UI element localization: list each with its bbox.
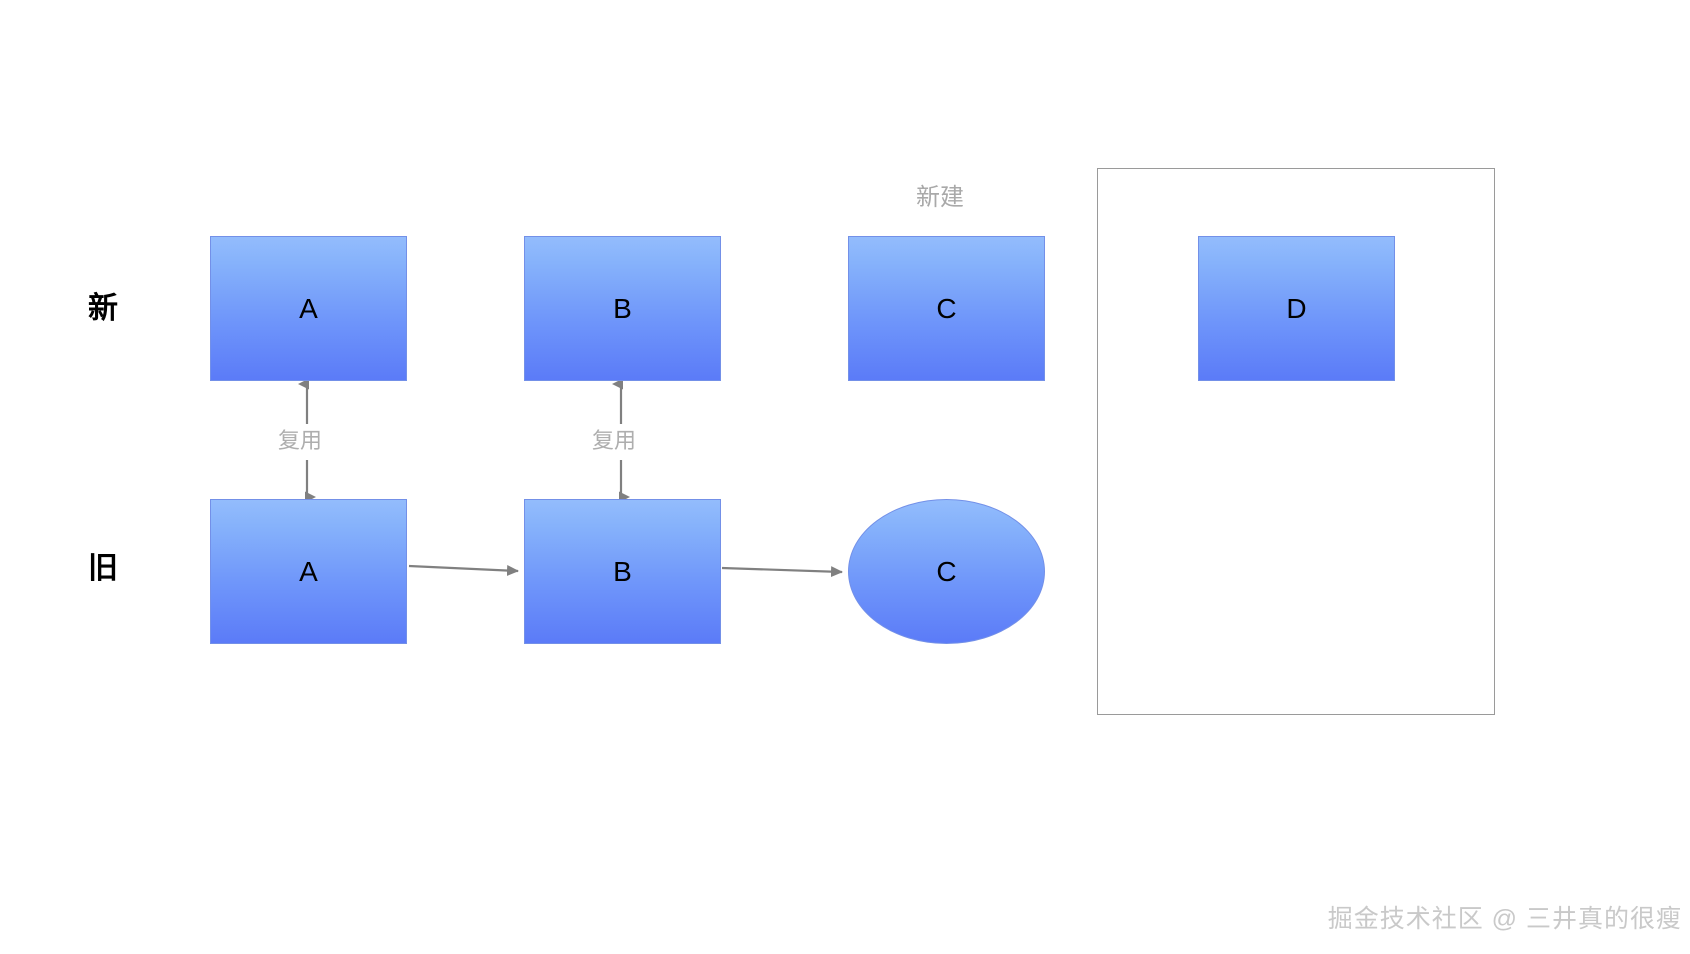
connector-old-b-to-c — [721, 566, 843, 578]
annotation-reuse-b: 复用 — [588, 430, 641, 452]
connector-old-a-to-b — [408, 564, 519, 576]
row-label-new: 新 — [88, 292, 118, 325]
annotation-new-build: 新建 — [916, 184, 964, 211]
side-panel — [1097, 168, 1495, 715]
row-label-old: 旧 — [88, 552, 118, 585]
node-new-b[interactable]: B — [524, 236, 721, 381]
node-panel-d[interactable]: D — [1198, 236, 1395, 381]
node-old-c-ellipse[interactable]: C — [848, 499, 1045, 644]
annotation-reuse-a: 复用 — [274, 430, 327, 452]
watermark-text: 掘金技术社区 @ 三井真的很瘦 — [1327, 905, 1682, 933]
node-old-b[interactable]: B — [524, 499, 721, 644]
node-new-c[interactable]: C — [848, 236, 1045, 381]
node-old-a[interactable]: A — [210, 499, 407, 644]
node-new-a[interactable]: A — [210, 236, 407, 381]
